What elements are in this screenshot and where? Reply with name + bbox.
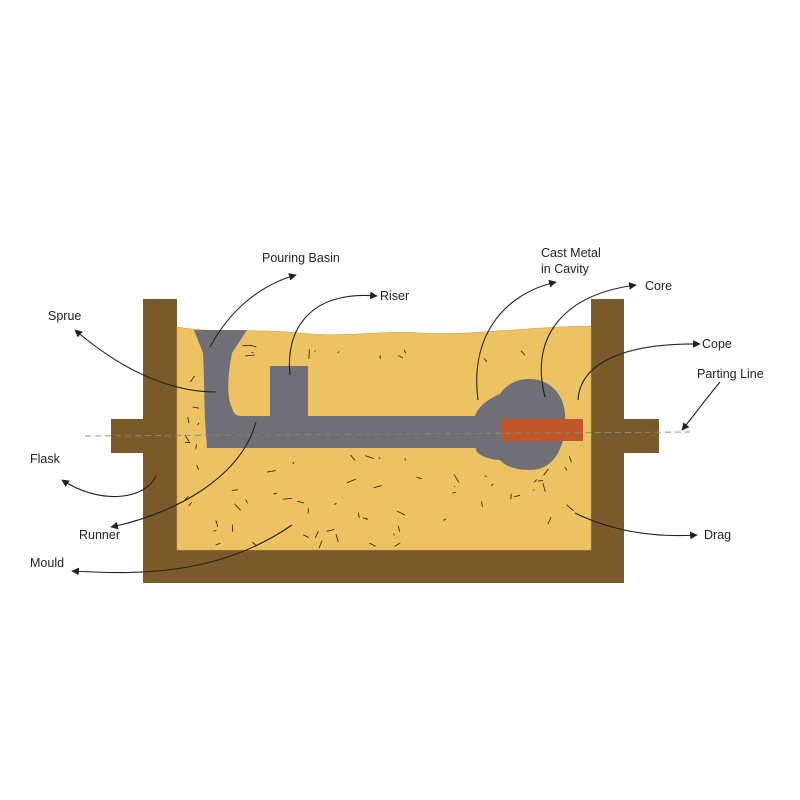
- label-drag: Drag: [704, 528, 731, 542]
- sand-speckle: [453, 486, 456, 488]
- sand-speckle: [442, 518, 447, 521]
- sand-speckle: [326, 529, 335, 532]
- sand-speckle: [337, 351, 340, 354]
- sand-speckle: [514, 494, 521, 498]
- flask-right-ledge: [620, 419, 659, 453]
- sand-speckle: [547, 516, 552, 525]
- sand-speckle: [346, 478, 357, 484]
- sand-speckle: [196, 464, 199, 470]
- sand-speckle: [213, 529, 217, 532]
- sand-speckle: [484, 475, 487, 478]
- sand-speckle: [302, 534, 309, 538]
- sand-speckle: [195, 444, 197, 450]
- sand-speckle: [249, 344, 257, 348]
- sand-speckle: [231, 489, 238, 491]
- pouring-basin-arrow: [209, 273, 297, 348]
- sand-speckle: [404, 458, 406, 461]
- sand-speckle: [393, 533, 395, 536]
- sand-speckle: [192, 406, 200, 409]
- sand-speckles: [184, 344, 574, 549]
- label-pouring-basin: Pouring Basin: [262, 251, 340, 265]
- sand-speckle: [397, 526, 401, 532]
- sand-speckle: [273, 492, 278, 495]
- flask-arrow: [61, 475, 157, 498]
- label-cast-metal-2: in Cavity: [541, 262, 590, 276]
- sand-speckle: [188, 501, 192, 507]
- sand-speckle: [245, 499, 248, 504]
- sand-speckle: [568, 455, 572, 463]
- sand-speckle: [334, 502, 337, 506]
- sand-speckle: [453, 474, 460, 483]
- label-sprue: Sprue: [48, 309, 81, 323]
- sand-speckle: [197, 422, 200, 426]
- sand-speckle: [314, 530, 319, 538]
- sprue-arrow: [74, 329, 217, 393]
- sand-speckle: [365, 455, 374, 460]
- sand-speckle: [533, 489, 535, 491]
- drag-arrow: [574, 512, 698, 540]
- sand-speckle: [215, 542, 221, 546]
- sand-speckle: [373, 485, 382, 489]
- sand-speckle: [543, 468, 549, 476]
- riser-arrow: [288, 291, 378, 376]
- sand-speckle: [533, 479, 538, 483]
- sand-speckle: [403, 349, 407, 354]
- label-flask: Flask: [30, 452, 61, 466]
- sand-speckle: [318, 540, 323, 549]
- flask-body: [143, 299, 624, 583]
- sand-speckle: [394, 542, 401, 547]
- label-runner: Runner: [79, 528, 120, 542]
- label-riser: Riser: [380, 289, 409, 303]
- label-parting-line: Parting Line: [697, 367, 764, 381]
- sand-speckle: [350, 454, 356, 461]
- sand-speckle: [483, 358, 488, 363]
- sand-speckle: [184, 495, 189, 501]
- sand-speckle: [234, 503, 241, 511]
- sand-speckle: [369, 542, 376, 547]
- sand-speckle: [378, 456, 381, 459]
- parting-line: [84, 431, 691, 437]
- sand-speckle: [520, 350, 526, 356]
- sand-speckle: [396, 510, 406, 516]
- sand-speckle: [187, 416, 190, 424]
- cope-arrow: [577, 340, 701, 401]
- sand-speckle: [566, 504, 574, 512]
- sand-speckle: [564, 466, 568, 471]
- label-core: Core: [645, 279, 672, 293]
- sand-speckle: [357, 512, 360, 518]
- leader-arrows: [61, 273, 721, 576]
- sand-speckle: [481, 501, 483, 507]
- sand-speckle: [398, 355, 404, 359]
- label-cast-metal-1: Cast Metal: [541, 246, 601, 260]
- sand-speckle: [335, 534, 339, 543]
- core: [502, 419, 583, 441]
- label-mould: Mould: [30, 556, 64, 570]
- sand-speckle: [266, 470, 276, 473]
- sand-speckle: [245, 354, 255, 357]
- sand-speckle: [252, 541, 257, 546]
- sand-speckle: [314, 350, 316, 352]
- core-arrow: [540, 282, 637, 398]
- sand-speckle: [297, 500, 305, 504]
- sand-speckle: [283, 497, 292, 500]
- sand-speckle: [490, 483, 494, 487]
- cast-metal-arrow: [476, 279, 557, 401]
- parting-line-arrow: [681, 381, 721, 431]
- flask: [111, 299, 659, 583]
- sand-speckle: [189, 375, 196, 383]
- sand-speckle: [537, 480, 544, 482]
- sand-speckle: [542, 483, 546, 492]
- label-cope: Cope: [702, 337, 732, 351]
- sand-speckle: [416, 476, 422, 480]
- sand-speckle: [184, 434, 190, 442]
- sand-speckle: [292, 461, 295, 465]
- runner-arrow: [110, 421, 257, 530]
- mould-arrow: [71, 524, 293, 576]
